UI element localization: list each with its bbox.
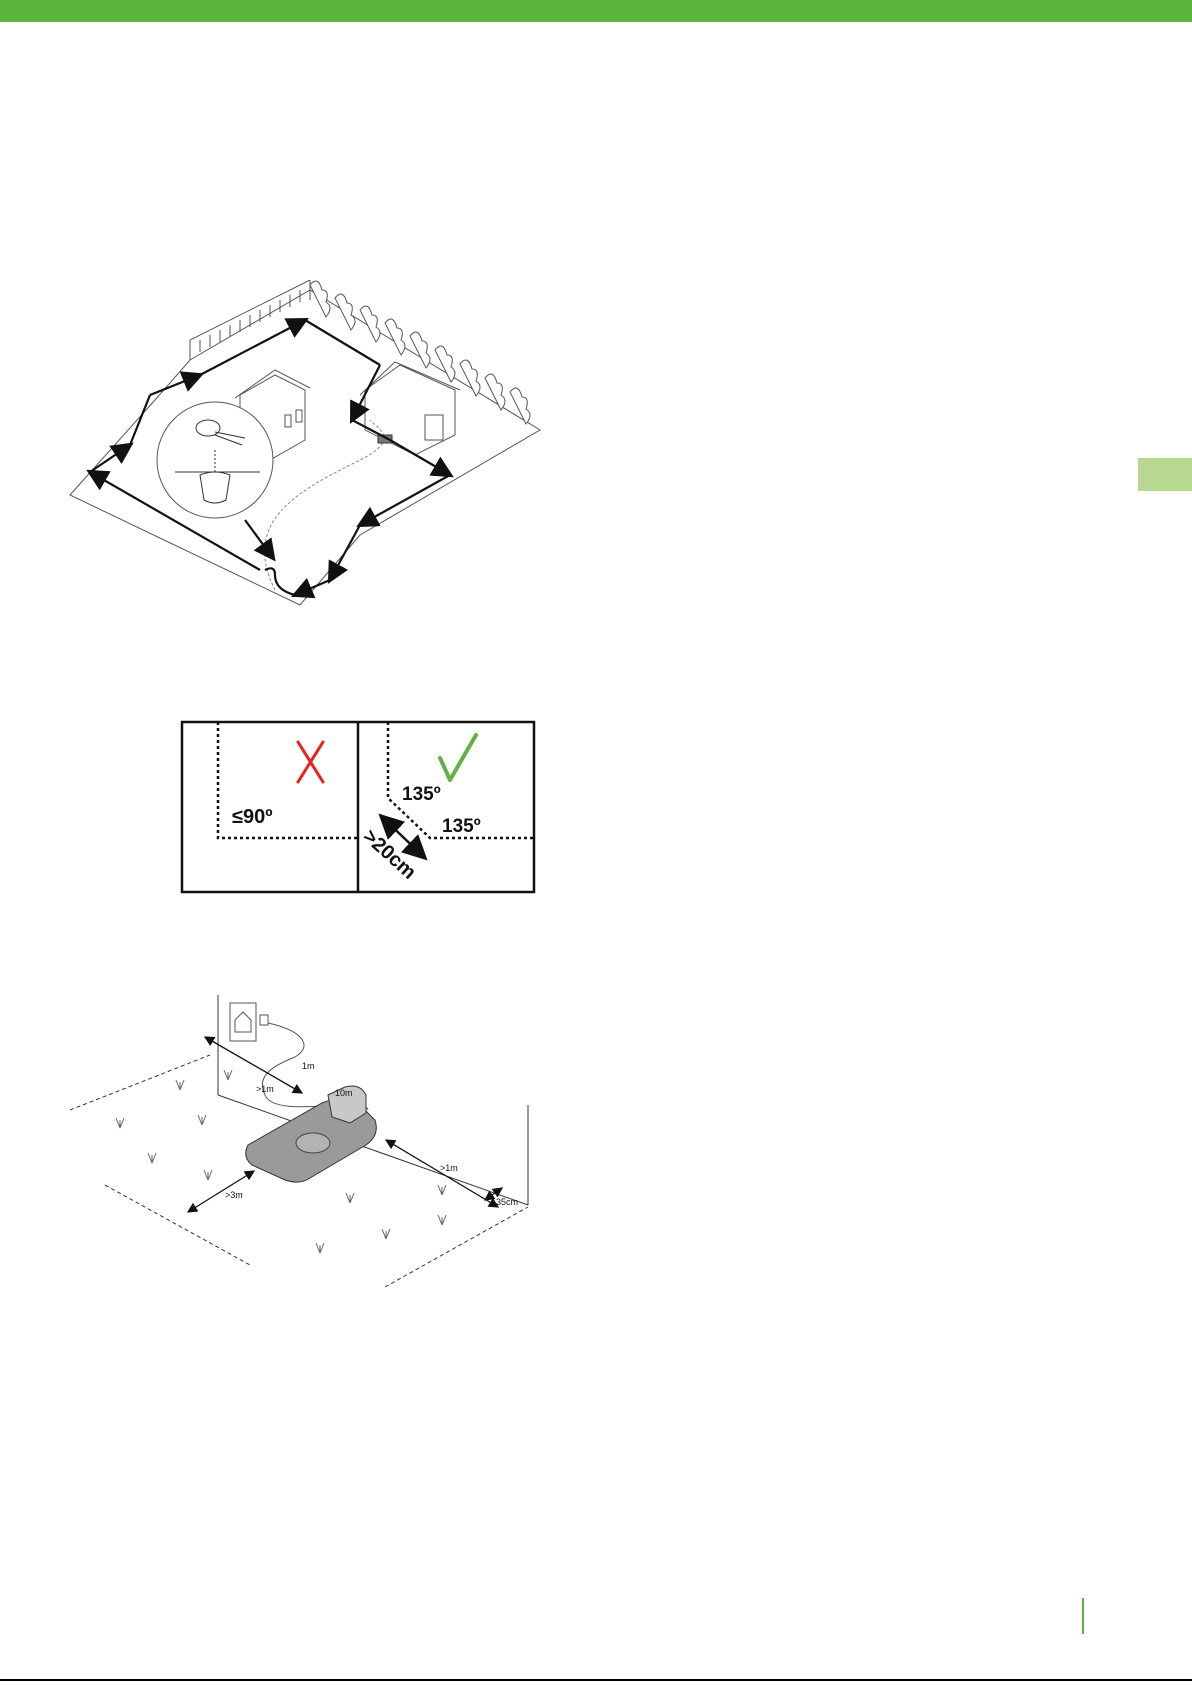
- footer-rule: [0, 1679, 1192, 1681]
- bad-angle-label: ≤90º: [232, 806, 273, 828]
- section-tab[interactable]: [1138, 458, 1192, 491]
- lawn-outline: [70, 290, 540, 605]
- header-band: [0, 0, 1192, 22]
- page-number-rule: [1082, 1598, 1084, 1634]
- station-placement-figure: 1m 10m >1m >3m >1m 35cm: [70, 995, 590, 1385]
- edge-distance-label: 35cm: [496, 1197, 518, 1207]
- good-angle-label-bottom: 135º: [442, 816, 481, 837]
- wall: [218, 995, 528, 1205]
- cable-10m-label: 10m: [335, 1088, 353, 1098]
- power-socket-icon: [230, 1003, 268, 1041]
- back-distance-label: >1m: [440, 1163, 458, 1173]
- garden-layout-figure: [60, 280, 600, 660]
- cable-1m-label: 1m: [302, 1061, 315, 1071]
- side-distance-label: >1m: [256, 1084, 274, 1094]
- good-angle-label-top: 135º: [402, 784, 441, 805]
- corner-angle-figure: ≤90º 135º 135º >20cm: [180, 720, 540, 900]
- front-distance-label: >3m: [225, 1190, 243, 1200]
